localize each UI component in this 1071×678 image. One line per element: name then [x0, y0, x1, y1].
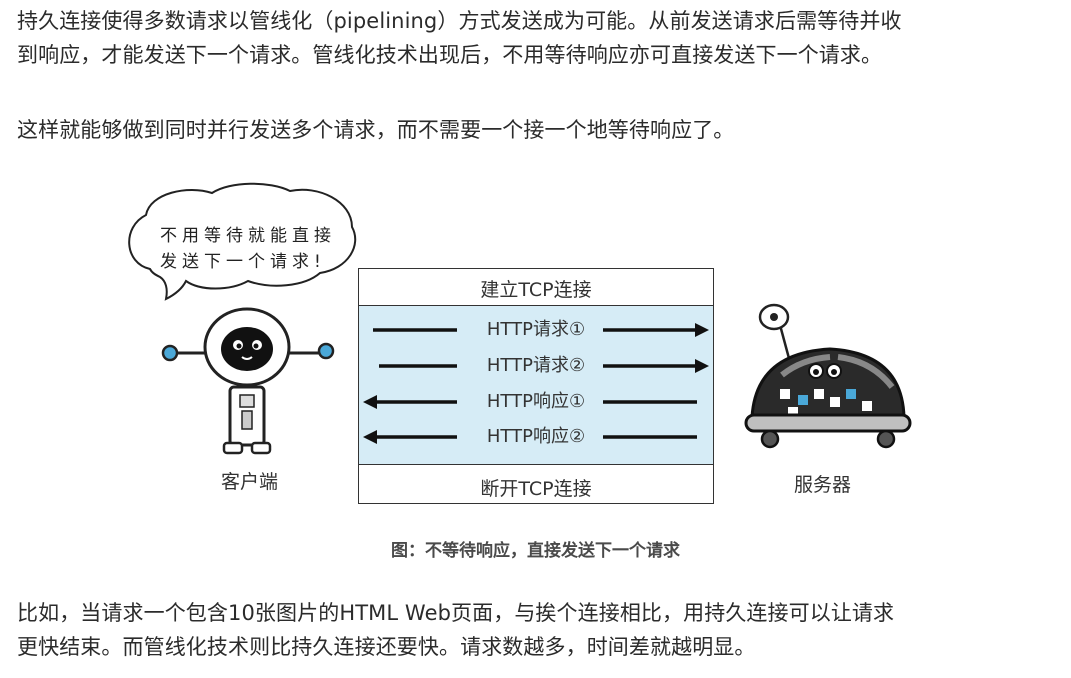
arrow-left-icon: [363, 395, 697, 409]
message-label: HTTP请求②: [486, 355, 586, 376]
message-label: HTTP响应②: [486, 426, 586, 447]
tcp-connect-label: 建立TCP连接: [480, 279, 592, 301]
arrow-left-icon: [363, 430, 697, 444]
speech-bubble-icon: [128, 182, 357, 301]
client-robot-icon: [161, 307, 335, 455]
figure-caption: 图：不等待响应，直接发送下一个请求: [391, 541, 680, 561]
message-row: HTTP响应②: [359, 424, 713, 450]
server-robot-icon: [744, 303, 912, 449]
message-row: HTTP响应①: [359, 389, 713, 415]
paragraph-line: 比如，当请求一个包含10张图片的HTML Web页面，与挨个连接相比，用持久连接…: [17, 601, 895, 625]
pipelined-messages-band: HTTP请求① HTTP请求② HTTP响应①: [359, 305, 713, 465]
message-row: HTTP请求①: [359, 317, 713, 343]
paragraph-line: 这样就能够做到同时并行发送多个请求，而不需要一个接一个地等待响应了。: [17, 118, 735, 142]
tcp-disconnect-label: 断开TCP连接: [480, 478, 592, 500]
tcp-connection-box: 建立TCP连接 HTTP请求① HTTP请求②: [358, 268, 714, 504]
arrow-right-icon: [379, 359, 709, 373]
paragraph-pipelining-intro: 持久连接使得多数请求以管线化（pipelining）方式发送成为可能。从前发送请…: [17, 4, 902, 72]
message-label: HTTP请求①: [486, 319, 586, 340]
paragraph-parallel-requests: 这样就能够做到同时并行发送多个请求，而不需要一个接一个地等待响应了。: [17, 113, 734, 147]
paragraph-line: 更快结束。而管线化技术则比持久连接还要快。请求数越多，时间差就越明显。: [17, 635, 756, 659]
paragraph-line: 持久连接使得多数请求以管线化（pipelining）方式发送成为可能。从前发送请…: [17, 9, 902, 33]
pipelining-figure: 不用等待就能直接 发送下一个请求! 客户端: [0, 175, 1071, 575]
bubble-text-line2: 发送下一个请求!: [160, 252, 326, 272]
message-label: HTTP响应①: [486, 391, 586, 412]
server-label: 服务器: [794, 474, 852, 496]
message-row: HTTP请求②: [359, 353, 713, 379]
bubble-text-line1: 不用等待就能直接: [160, 226, 336, 246]
paragraph-pipelining-example: 比如，当请求一个包含10张图片的HTML Web页面，与挨个连接相比，用持久连接…: [17, 596, 894, 664]
arrow-right-icon: [373, 323, 709, 337]
paragraph-line: 到响应，才能发送下一个请求。管线化技术出现后，不用等待响应亦可直接发送下一个请求…: [17, 43, 883, 67]
client-label: 客户端: [221, 471, 279, 493]
